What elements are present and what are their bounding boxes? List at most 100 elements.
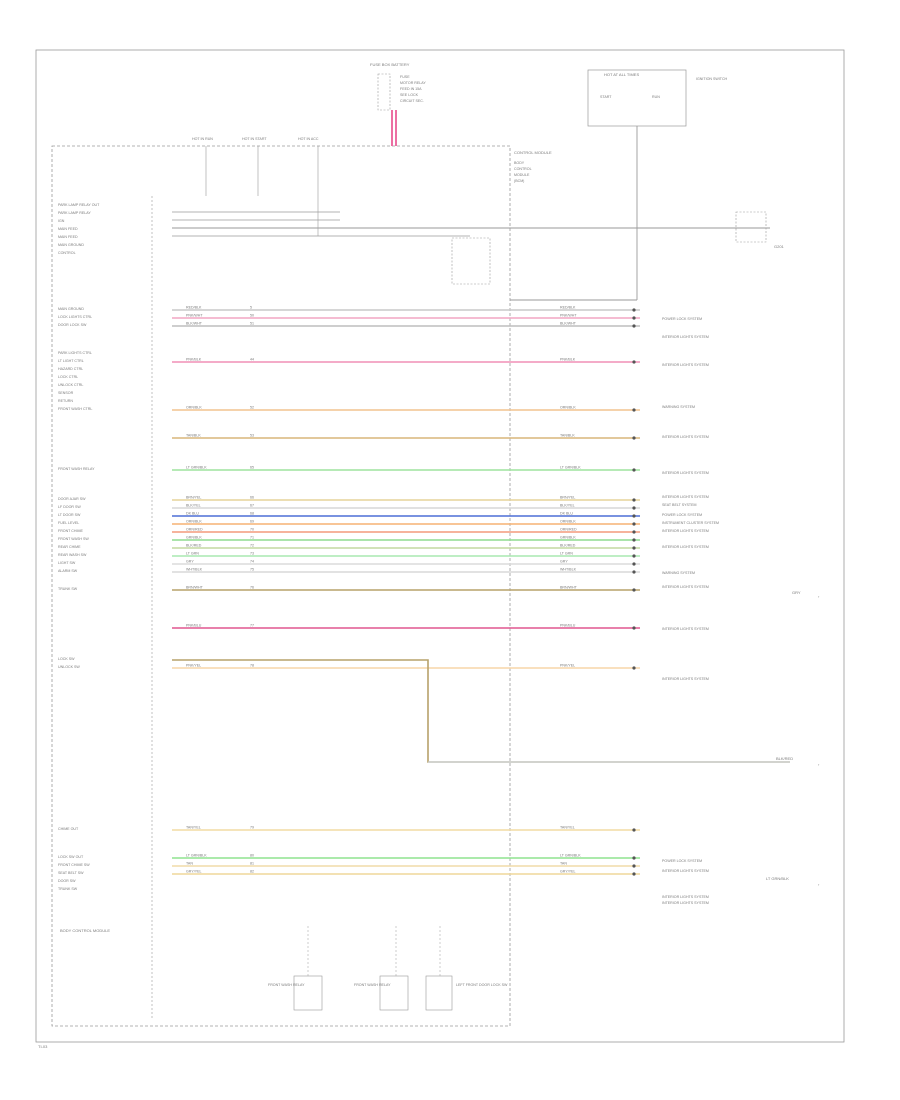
internal-relay-box	[451, 237, 491, 285]
wire-color-label: TAN/BLK	[560, 434, 575, 438]
left-pin-label: CHIME OUT	[58, 827, 79, 831]
connector-dot-icon	[632, 316, 636, 320]
wire-code-label: 82	[250, 870, 254, 874]
wire-color-label: GRY/YEL	[560, 870, 576, 874]
destination-label: INTERIOR LIGHTS SYSTEM	[662, 627, 709, 631]
connector-label: FRONT WASH RELAY	[268, 983, 305, 987]
wire-color-label: TAN	[560, 862, 567, 866]
fuse-block-line: MOTOR RELAY	[400, 81, 426, 85]
connector-dot-icon	[632, 408, 636, 412]
connector-dot-icon	[632, 554, 636, 558]
wire-color-label: WHT/BLK	[186, 568, 203, 572]
right-ground-label: G201	[774, 244, 785, 249]
wire-color-label: BRN/YEL	[560, 496, 575, 500]
left-pin-label: LF DOOR SW	[58, 505, 81, 509]
bcm-top-label: HOT IN START	[242, 137, 267, 141]
wire-code-label: 78	[250, 664, 254, 668]
destination-labels: POWER LOCK SYSTEM INTERIOR LIGHTS SYSTEM I…	[662, 317, 719, 905]
offpage-arrow: BLK/RED ›	[776, 756, 820, 767]
fuse-block-line: FUSE	[400, 75, 410, 79]
left-pin-label: REAR WASH SW	[58, 553, 87, 557]
wire-color-label: DK BLU	[186, 512, 199, 516]
wire-color-label: BRN/YEL	[186, 496, 201, 500]
wire-color-label: PNK/BLU	[560, 624, 576, 628]
destination-label: INTERIOR LIGHTS SYSTEM	[662, 495, 709, 499]
wire-code-label: 76	[250, 586, 254, 590]
left-pin-label: ALARM SW	[58, 569, 78, 573]
left-pin-label: DOOR SW	[58, 879, 76, 883]
connector-left-front-door-lock-sw: LEFT FRONT DOOR LOCK SW	[425, 975, 508, 1011]
connector-dot-icon	[632, 828, 636, 832]
left-pin-label: RETURN	[58, 399, 73, 403]
wire-color-label: BRN/WHT	[560, 586, 578, 590]
left-pin-label: PARK LIGHTS CTRL	[58, 351, 92, 355]
wire-color-label: BRN/WHT	[186, 586, 204, 590]
offpage-arrow: LT GRN/BLK ›	[766, 876, 820, 887]
destination-label: POWER LOCK SYSTEM	[662, 317, 702, 321]
wire-color-label: BLK/WHT	[186, 322, 203, 326]
left-pin-label: UNLOCK CTRL	[58, 383, 83, 387]
destination-label: INSTRUMENT CLUSTER SYSTEM	[662, 521, 719, 525]
wire-color-label: LT GRN/BLK	[186, 466, 207, 470]
left-pin-label: LOCK SW	[58, 657, 75, 661]
offpage-arrow: GRY ›	[792, 590, 820, 599]
wire-code-label: 44	[250, 358, 254, 362]
wire-code-label: 67	[250, 504, 254, 508]
wire-color-label: GRY	[186, 560, 194, 564]
connector-dot-icon	[632, 498, 636, 502]
wire-color-label: LT GRN/BLK	[560, 854, 581, 858]
offpage-label: BLK/RED	[776, 756, 793, 761]
wire-color-label: TAN/YEL	[186, 826, 201, 830]
offpage-chevron-icon: ›	[818, 594, 820, 599]
fuse-block-line: CIRCUIT SEC.	[400, 99, 424, 103]
destination-label: INTERIOR LIGHTS SYSTEM	[662, 335, 709, 339]
wire-code-label: 69	[250, 520, 254, 524]
left-pin-label: MAIN GROUND	[58, 307, 84, 311]
connector-dot-icon	[632, 872, 636, 876]
left-pin-label: LT LIGHT CTRL	[58, 359, 84, 363]
connector-dot-icon	[632, 436, 636, 440]
wire-color-label: LT GRN/BLK	[186, 854, 207, 858]
destination-label: INTERIOR LIGHTS SYSTEM	[662, 901, 709, 905]
destination-label: INTERIOR LIGHTS SYSTEM	[662, 869, 709, 873]
wire-color-label: PNK/YEL	[186, 664, 201, 668]
connector-dot-icon	[632, 588, 636, 592]
destination-label: INTERIOR LIGHTS SYSTEM	[662, 545, 709, 549]
connector-front-wash-relay: FRONT WASH RELAY	[354, 975, 409, 1011]
ignition-switch: HOT AT ALL TIMES IGNITION SWITCH START R…	[510, 69, 728, 301]
destination-label: INTERIOR LIGHTS SYSTEM	[662, 895, 709, 899]
wire-code-label: 5	[250, 306, 252, 310]
ignition-title: HOT AT ALL TIMES	[604, 72, 639, 77]
footer-code: TI-03	[38, 1044, 48, 1049]
wire-color-label: GRY/YEL	[186, 870, 202, 874]
offpage-label: LT GRN/BLK	[766, 876, 789, 881]
left-pin-label: FRONT CHIME	[58, 529, 83, 533]
destination-label: INTERIOR LIGHTS SYSTEM	[662, 471, 709, 475]
wire-color-label: ORN/BLK	[560, 406, 576, 410]
wire-color-label: GRY	[560, 560, 568, 564]
connector-dot-icon	[632, 308, 636, 312]
wire-code-label: 77	[250, 624, 254, 628]
module-header-line: MODULE	[514, 173, 530, 177]
ignition-label: START	[600, 95, 612, 99]
wire-color-label: GRN/BLK	[186, 536, 202, 540]
destination-label: INTERIOR LIGHTS SYSTEM	[662, 435, 709, 439]
wire-code-label: 75	[250, 568, 254, 572]
left-pin-label: CONTROL	[58, 251, 76, 255]
fuse-block-title: FUSE BOX BATTERY	[370, 62, 410, 67]
connector-dot-icon	[632, 856, 636, 860]
left-pin-label: FRONT WASH SW	[58, 537, 89, 541]
wire-color-label: PNK/BLK	[560, 358, 576, 362]
left-pin-label: MAIN FEED	[58, 227, 78, 231]
wire-color-label: LT GRN	[186, 552, 199, 556]
wire-code-label: 52	[250, 406, 254, 410]
destination-label: POWER LOCK SYSTEM	[662, 859, 702, 863]
wire-color-label: BLK/RED	[560, 544, 576, 548]
destination-label: INTERIOR LIGHTS SYSTEM	[662, 363, 709, 367]
wire-code-label: 70	[250, 528, 254, 532]
left-pin-label: LOCK SW OUT	[58, 855, 84, 859]
offpage-chevron-icon: ›	[818, 762, 820, 767]
